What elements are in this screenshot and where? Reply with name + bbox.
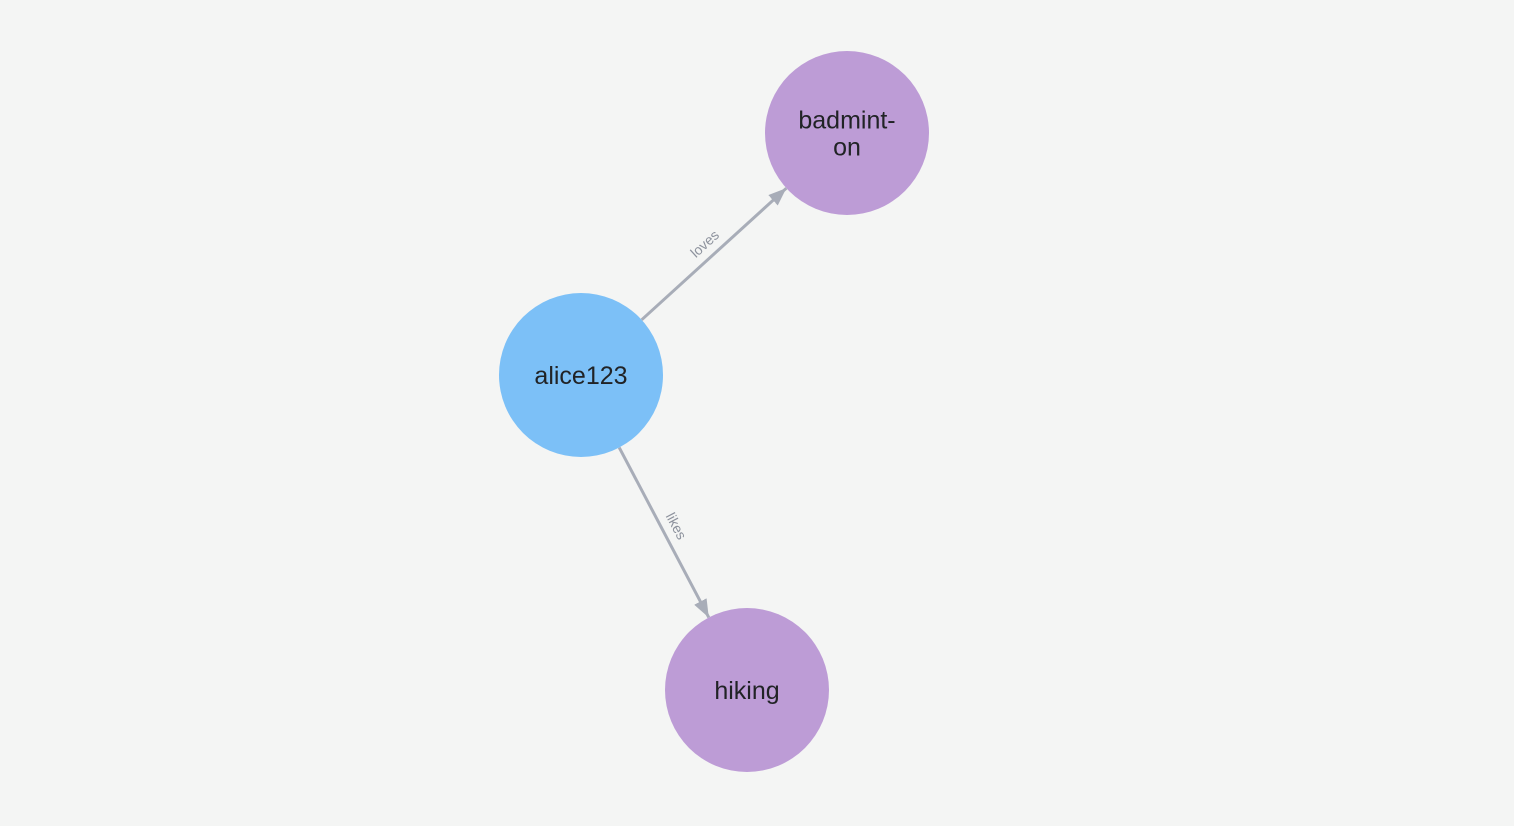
edge-line bbox=[640, 187, 788, 321]
node-circle bbox=[765, 51, 929, 215]
edge-line bbox=[617, 446, 711, 619]
edge-likes[interactable]: likes bbox=[617, 446, 711, 619]
graph-node-alice123[interactable]: alice123 bbox=[499, 293, 663, 457]
graph-node-badminton[interactable]: badmint-on bbox=[765, 51, 929, 215]
node-circle bbox=[499, 293, 663, 457]
nodes-layer: alice123 badmint-on hiking bbox=[499, 51, 929, 772]
graph-node-hiking[interactable]: hiking bbox=[665, 608, 829, 772]
edge-loves[interactable]: loves bbox=[640, 187, 788, 321]
edge-label: loves bbox=[687, 227, 722, 261]
node-circle bbox=[665, 608, 829, 772]
